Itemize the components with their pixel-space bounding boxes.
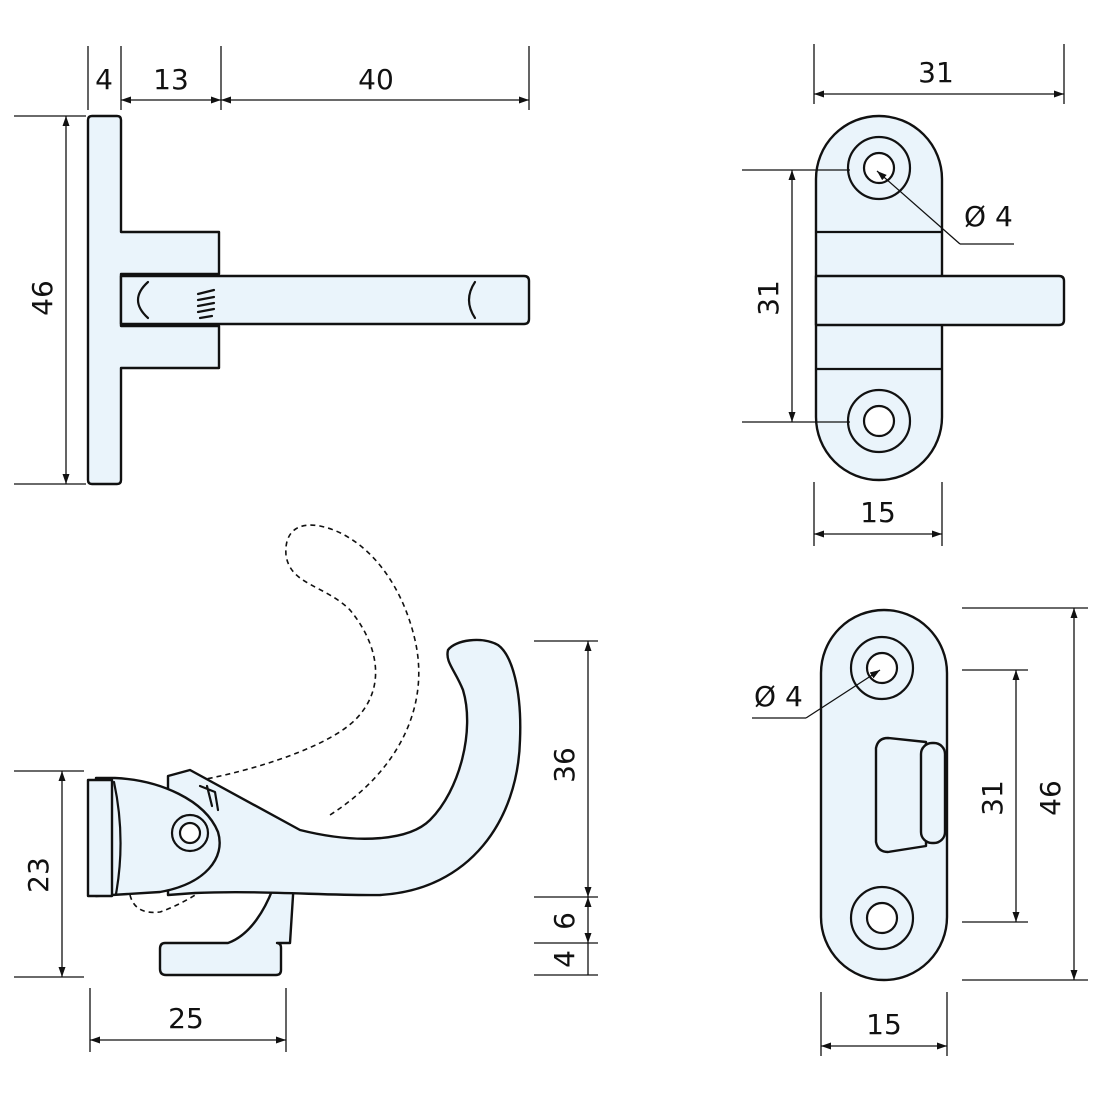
pivot-ring <box>170 813 210 853</box>
top-hole <box>862 151 896 185</box>
front-pin <box>814 274 1066 327</box>
catch-slot <box>874 736 928 854</box>
front-view-top: 31 31 Ø 4 15 <box>742 44 1066 546</box>
side-mount-plate <box>86 114 221 486</box>
dim-25-label: 25 <box>168 1002 204 1035</box>
bottom-hole <box>862 404 896 438</box>
hook-base-plate <box>86 778 114 898</box>
bottom-hole-ring <box>846 388 912 454</box>
dim-36-label: 36 <box>548 747 581 783</box>
top-hole-ring <box>846 135 912 201</box>
hook-open-position <box>189 524 420 816</box>
dim-hole-catch-label: Ø 4 <box>754 680 803 713</box>
side-view: 4 13 40 46 <box>14 46 531 486</box>
dim-6-label: 6 <box>548 912 581 930</box>
hook-body <box>166 638 522 897</box>
dim-hole-label: Ø 4 <box>964 200 1013 233</box>
pin-chamfer <box>467 280 477 320</box>
catch-plate-view: 46 31 Ø 4 15 <box>752 607 1088 1056</box>
catch-slot-lip <box>919 741 947 845</box>
dim-46-label: 46 <box>26 280 59 316</box>
dim-31-catch-label: 31 <box>976 780 1009 816</box>
dim-15-label: 15 <box>860 496 896 529</box>
catch-bottom-hole <box>865 901 899 935</box>
dim-40-label: 40 <box>358 63 394 96</box>
dim-4-label: 4 <box>95 63 113 96</box>
catch-top-hole-ring <box>849 635 915 701</box>
dim-4-small-label: 4 <box>548 950 581 968</box>
dim-31-width-label: 31 <box>918 56 954 89</box>
dim-46-catch-label: 46 <box>1034 780 1067 816</box>
pin-rounded-end <box>136 280 150 320</box>
dim-23-label: 23 <box>22 857 55 893</box>
dim-15-catch-label: 15 <box>866 1008 902 1041</box>
side-pin <box>119 274 531 326</box>
pivot-hole <box>178 821 202 845</box>
catch-bottom-hole-ring <box>849 885 915 951</box>
pin-spring-marks <box>196 288 216 320</box>
catch-top-hole <box>865 651 899 685</box>
hook-view: 36 6 4 23 25 <box>14 524 598 1052</box>
dim-13-label: 13 <box>153 63 189 96</box>
dim-31-height-label: 31 <box>752 280 785 316</box>
hook-housing <box>94 776 221 898</box>
